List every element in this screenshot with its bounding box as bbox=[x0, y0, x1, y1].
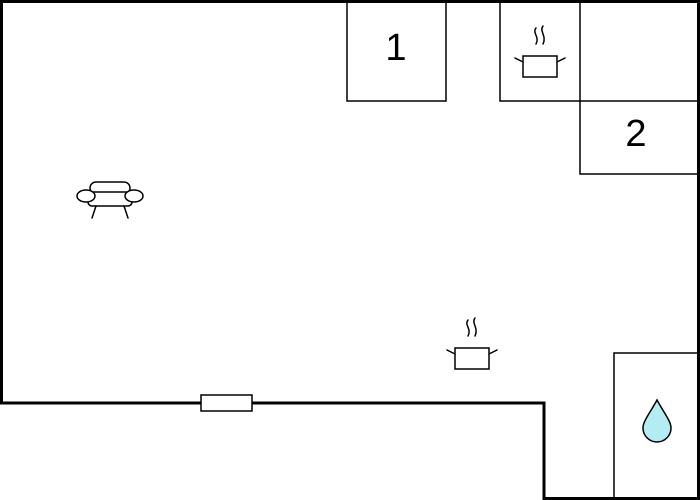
room-number-2: 2 bbox=[625, 113, 646, 155]
cooking-pot-icon bbox=[514, 25, 566, 78]
room-2-outline bbox=[579, 100, 698, 175]
cooking-pot-icon bbox=[446, 317, 498, 370]
room-1-outline bbox=[346, 1, 447, 102]
window-icon bbox=[200, 394, 253, 412]
water-drop-icon bbox=[642, 398, 672, 443]
kitchen-nook-outline bbox=[499, 2, 581, 102]
sofa-icon bbox=[76, 181, 144, 219]
bathroom-outline bbox=[613, 352, 698, 498]
room-number-1: 1 bbox=[385, 27, 406, 69]
